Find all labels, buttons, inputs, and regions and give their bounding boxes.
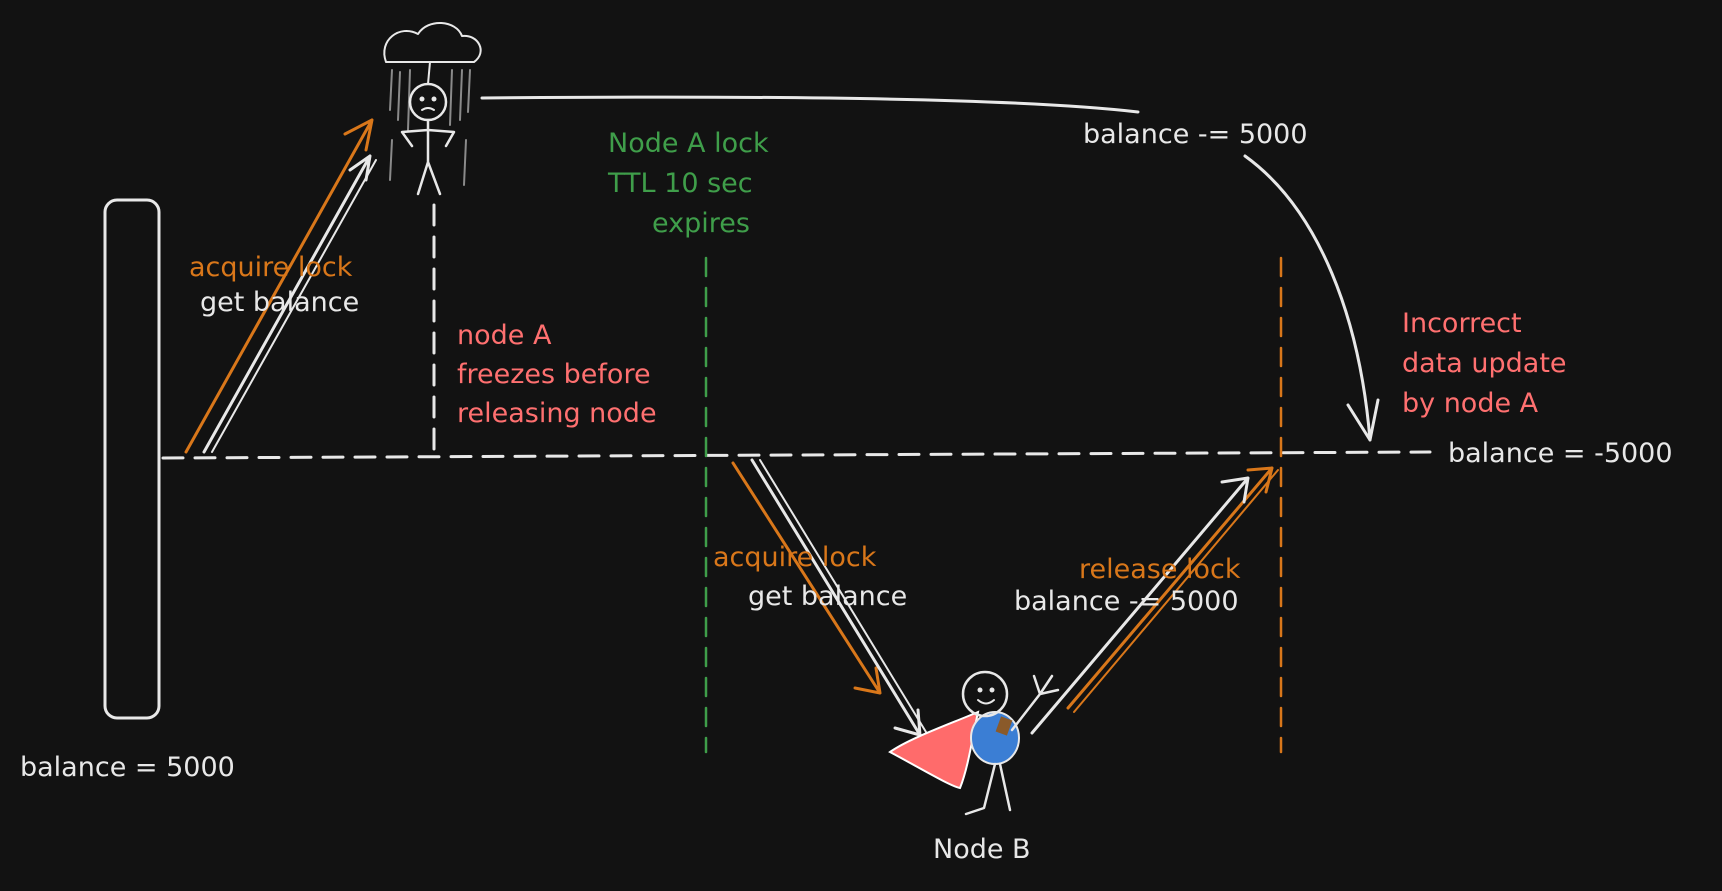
release-lock-arrow-b-double <box>1073 469 1279 713</box>
balance-sub-label-a: balance -= 5000 <box>1083 119 1308 150</box>
node-b-label: Node B <box>933 834 1031 865</box>
get-balance-arrow-a <box>202 154 372 454</box>
node-a-write-arrow-curve <box>1243 154 1380 442</box>
get-balance-label-b: get balance <box>748 581 907 612</box>
get-balance-label-a: get balance <box>200 287 359 318</box>
timeline <box>161 450 1432 460</box>
superhero-stick-figure-with-cape-icon <box>888 670 1060 816</box>
ttl-line-3: expires <box>652 208 750 239</box>
acquire-lock-arrow-a <box>184 118 374 454</box>
incorrect-line-3: by node A <box>1402 388 1539 419</box>
incorrect-line-1: Incorrect <box>1402 308 1522 339</box>
node-a-freeze-line-1: node A <box>457 320 552 351</box>
ttl-line-2: TTL 10 sec <box>607 168 753 199</box>
release-lock-label-b: release lock <box>1079 554 1241 585</box>
acquire-lock-arrow-b <box>731 461 882 695</box>
acquire-lock-label-a: acquire lock <box>189 252 353 283</box>
balance-start-label: balance = 5000 <box>20 752 235 783</box>
acquire-lock-label-b: acquire lock <box>713 542 877 573</box>
balance-sub-label-b: balance -= 5000 <box>1014 586 1239 617</box>
database-cylinder <box>103 198 161 720</box>
node-a-write-arrow <box>480 95 1140 114</box>
node-a-freeze-line-3: releasing node <box>457 398 657 429</box>
release-lock-arrow-b <box>1066 466 1274 710</box>
ttl-line-1: Node A lock <box>608 128 769 159</box>
balance-end-label: balance = -5000 <box>1448 438 1673 469</box>
get-balance-arrow-b-double <box>759 459 927 733</box>
node-a-freeze-line-2: freezes before <box>457 359 651 390</box>
write-balance-arrow-b <box>1030 476 1250 735</box>
sad-stick-figure-under-rain-cloud-icon <box>383 21 482 196</box>
get-balance-arrow-a-double <box>211 159 377 453</box>
incorrect-line-2: data update <box>1402 348 1567 379</box>
